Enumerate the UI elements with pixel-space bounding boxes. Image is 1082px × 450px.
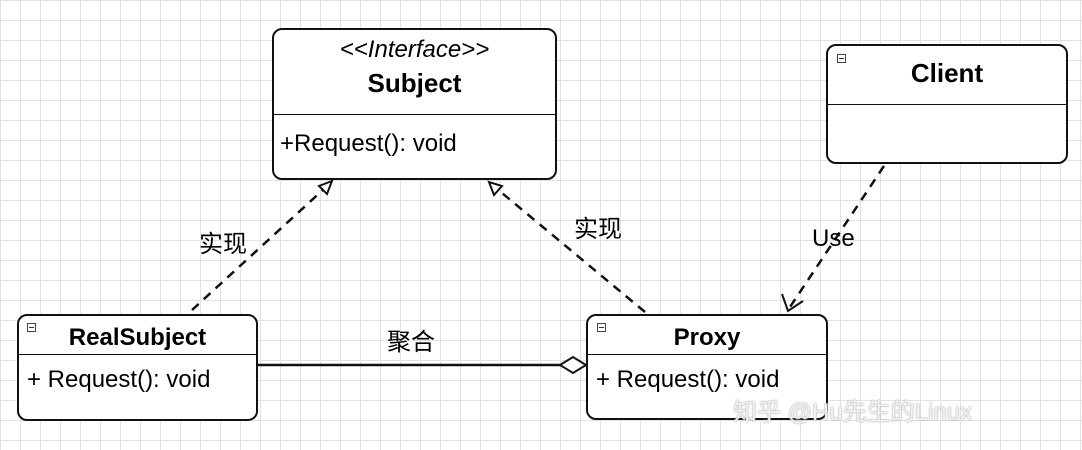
use-arrowhead [781, 293, 804, 313]
watermark: 知乎 @Hu先生的Linux [733, 399, 973, 426]
realize-label-right: 实现 [574, 216, 622, 243]
proxy-divider [588, 354, 826, 355]
real-subject-class-box[interactable]: RealSubject + Request(): void [17, 314, 258, 421]
aggregation-label: 聚合 [387, 329, 435, 356]
realize-label-left: 实现 [199, 231, 247, 258]
client-class-box[interactable]: Client [826, 44, 1068, 164]
subject-stereotype: <<Interface>> [339, 36, 490, 63]
realize-edge-left [191, 187, 326, 311]
aggregation-diamond [558, 355, 588, 375]
subject-class-name: Subject [367, 68, 462, 98]
subject-divider [274, 114, 555, 115]
real-subject-method: + Request(): void [27, 366, 211, 393]
real-subject-divider [19, 354, 256, 355]
client-divider [828, 104, 1066, 105]
collapse-toggle-icon[interactable] [837, 54, 846, 63]
subject-interface-box[interactable]: <<Interface>> Subject +Request(): void [272, 28, 557, 180]
proxy-method: + Request(): void [596, 366, 780, 393]
use-edge [788, 165, 886, 308]
realize-arrowhead-left [317, 179, 334, 196]
subject-method: +Request(): void [280, 130, 457, 157]
realize-edge-right [495, 187, 646, 313]
client-class-name: Client [910, 58, 984, 88]
collapse-toggle-icon[interactable] [597, 323, 606, 332]
realize-arrowhead-right [487, 180, 504, 197]
real-subject-class-name: RealSubject [68, 324, 207, 351]
proxy-class-name: Proxy [673, 324, 741, 351]
collapse-toggle-icon[interactable] [27, 323, 36, 332]
proxy-class-box[interactable]: Proxy + Request(): void [586, 314, 828, 420]
use-label: Use [812, 225, 855, 252]
